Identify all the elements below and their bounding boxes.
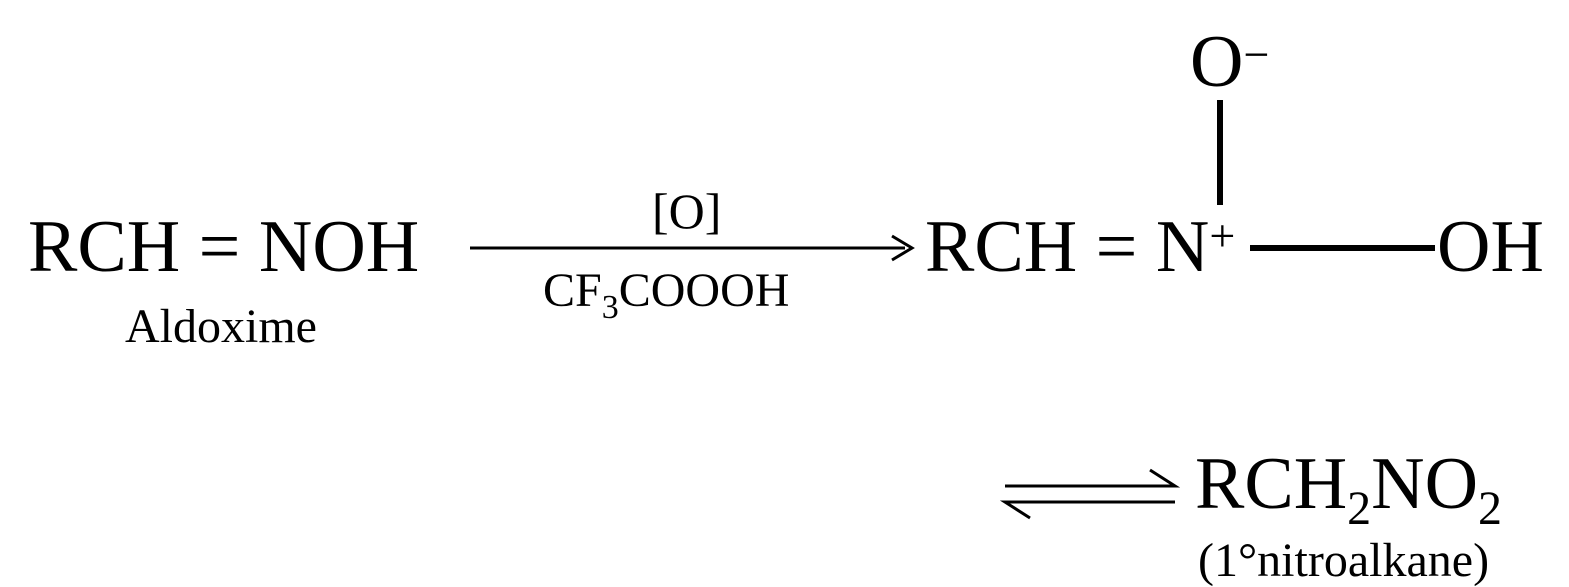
nitrogen-charge: + [1209,210,1236,261]
reagent-oxidant: [O] [652,183,722,239]
product-part-1: RCH [1195,443,1348,525]
reagent-peracid-prefix: CF [543,264,602,317]
intermediate-left: RCH = N [925,206,1210,288]
reactant-formula: RCH = NOH [28,206,420,288]
hydroxyl-group: OH [1437,206,1544,288]
oxygen-charge: − [1243,29,1270,80]
product-subscript-2: 2 [1478,482,1503,535]
product-formula: RCH2NO2 [1195,447,1502,533]
product-subscript-1: 2 [1347,482,1372,535]
intermediate-formula: RCH = N+ [925,210,1235,284]
reaction-arrow-head [891,234,915,262]
reactant-name: Aldoxime [125,300,317,353]
reagent-peracid: CF3COOOH [543,264,790,325]
product-part-2: NO [1371,443,1479,525]
product-name: (1°nitroalkane) [1198,534,1490,587]
reagent-peracid-subscript: 3 [601,289,619,326]
oxygen-label: O [1190,21,1244,103]
reagent-peracid-suffix: COOOH [618,264,790,317]
oxygen-atom: O− [1190,25,1269,99]
equilibrium-reverse-harpoon [999,500,1175,520]
equilibrium-forward-harpoon [1005,468,1181,488]
